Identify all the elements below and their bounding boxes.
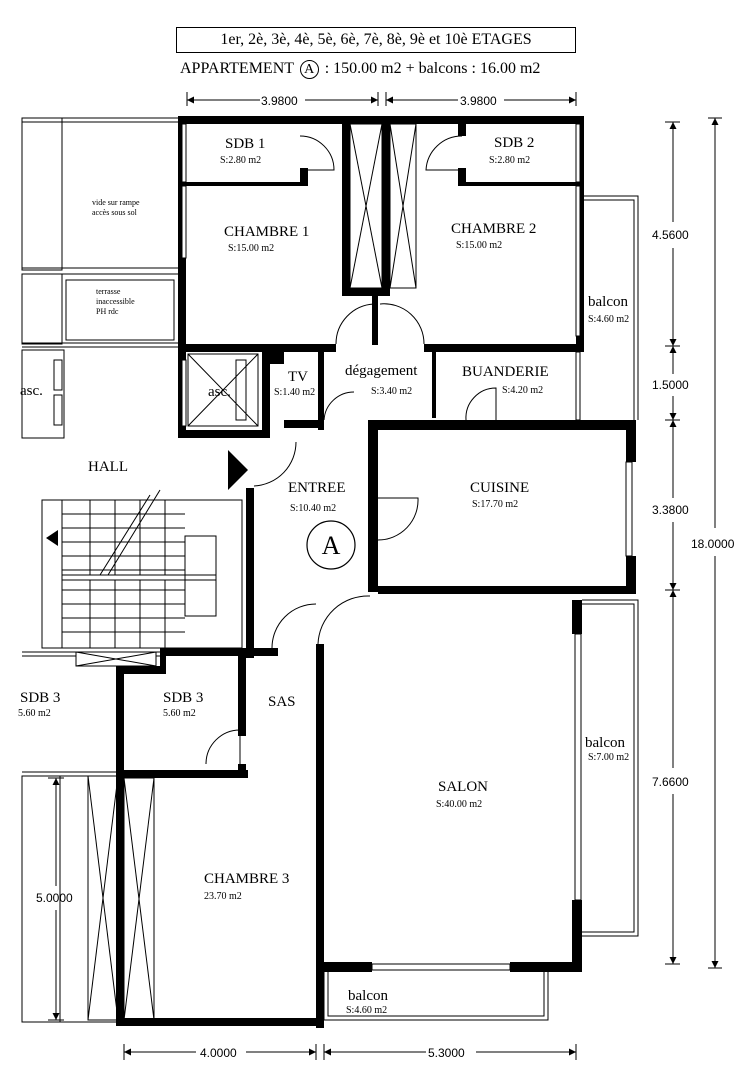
room-sdb2-area: S:2.80 m2 (489, 155, 530, 166)
plan-title: 1er, 2è, 3è, 4è, 5è, 6è, 7è, 8è, 9è et 1… (176, 27, 576, 53)
room-asc-shaft-name: asc. (208, 384, 231, 400)
room-salon-area: S:40.00 m2 (436, 799, 482, 810)
apartment-marker-circle (306, 520, 356, 570)
plan-subtitle: APPARTEMENT A : 150.00 m2 + balcons : 16… (180, 60, 600, 79)
windows (181, 123, 633, 971)
room-degagement-name: dégagement (345, 363, 418, 379)
note-rampe-line1: vide sur rampe (92, 198, 140, 207)
subtitle-prefix: APPARTEMENT (180, 60, 294, 77)
note-terrasse-line1: terrasse (96, 287, 121, 296)
room-entree-area: S:10.40 m2 (290, 503, 336, 514)
note-terrasse-line3: PH rdc (96, 307, 119, 316)
room-chambre2-name: CHAMBRE 2 (451, 221, 536, 237)
room-tv-name: TV (288, 369, 308, 385)
room-asc-left-name: asc. (20, 383, 43, 399)
room-buanderie-area: S:4.20 m2 (502, 385, 543, 396)
plan-notes: vide sur rampe accès sous sol terrasse i… (92, 198, 140, 316)
walls (116, 116, 636, 1028)
dim-left-1: 5.0000 (36, 891, 73, 905)
room-sdb1-area: S:2.80 m2 (220, 155, 261, 166)
room-chambre1-name: CHAMBRE 1 (224, 224, 309, 240)
dimension-lines (48, 92, 722, 1060)
dim-top-left: 3.9800 (261, 94, 298, 108)
dim-right-1: 4.5600 (652, 228, 689, 242)
room-cuisine-name: CUISINE (470, 480, 529, 496)
room-chambre3-area: 23.70 m2 (204, 891, 242, 902)
closets (87, 123, 417, 1021)
room-sas-name: SAS (268, 694, 296, 710)
room-salon-name: SALON (438, 779, 488, 795)
room-chambre1-area: S:15.00 m2 (228, 243, 274, 254)
apartment-type-badge: A (299, 60, 319, 79)
dim-bottom-right: 5.3000 (428, 1046, 465, 1060)
room-chambre2-area: S:15.00 m2 (456, 240, 502, 251)
dim-right-total: 18.0000 (691, 537, 735, 551)
room-sdb1-name: SDB 1 (225, 136, 265, 152)
balconies (323, 195, 639, 1021)
room-balcon-bottom-name: balcon (348, 988, 388, 1004)
room-cuisine-area: S:17.70 m2 (472, 499, 518, 510)
room-degagement-area: S:3.40 m2 (371, 386, 412, 397)
room-balcon-top-area: S:4.60 m2 (588, 314, 629, 325)
room-chambre3-name: CHAMBRE 3 (204, 871, 289, 887)
note-terrasse-line2: inaccessible (96, 297, 135, 306)
dimension-labels: 3.9800 3.9800 4.5600 1.5000 3.3800 7.660… (36, 94, 735, 1060)
room-sdb2-name: SDB 2 (494, 135, 534, 151)
room-tv-area: S:1.40 m2 (274, 387, 315, 398)
room-buanderie-name: BUANDERIE (462, 364, 549, 380)
room-sdb3-area: 5.60 m2 (163, 708, 196, 719)
room-balcon-top-name: balcon (588, 294, 628, 310)
room-balcon-right-name: balcon (585, 735, 625, 751)
room-balcon-bottom-area: S:4.60 m2 (346, 1005, 387, 1016)
common-area-lines (21, 117, 243, 1023)
dim-right-3: 3.3800 (652, 503, 689, 517)
note-rampe-line2: accès sous sol (92, 208, 138, 217)
room-sdb3-left-name: SDB 3 (20, 690, 60, 706)
dim-right-4: 7.6600 (652, 775, 689, 789)
subtitle-suffix: : 150.00 m2 + balcons : 16.00 m2 (324, 60, 541, 77)
dim-bottom-left: 4.0000 (200, 1046, 237, 1060)
room-labels: SDB 1 S:2.80 m2 SDB 2 S:2.80 m2 CHAMBRE … (18, 135, 629, 1016)
room-balcon-right-area: S:7.00 m2 (588, 752, 629, 763)
doors (205, 135, 497, 765)
room-sdb3-left-area: 5.60 m2 (18, 708, 51, 719)
room-sdb3-name: SDB 3 (163, 690, 203, 706)
dim-top-right: 3.9800 (460, 94, 497, 108)
apartment-marker: A (322, 531, 341, 560)
room-entree-name: ENTREE (288, 480, 346, 496)
dim-right-2: 1.5000 (652, 378, 689, 392)
room-hall-name: HALL (88, 459, 128, 475)
